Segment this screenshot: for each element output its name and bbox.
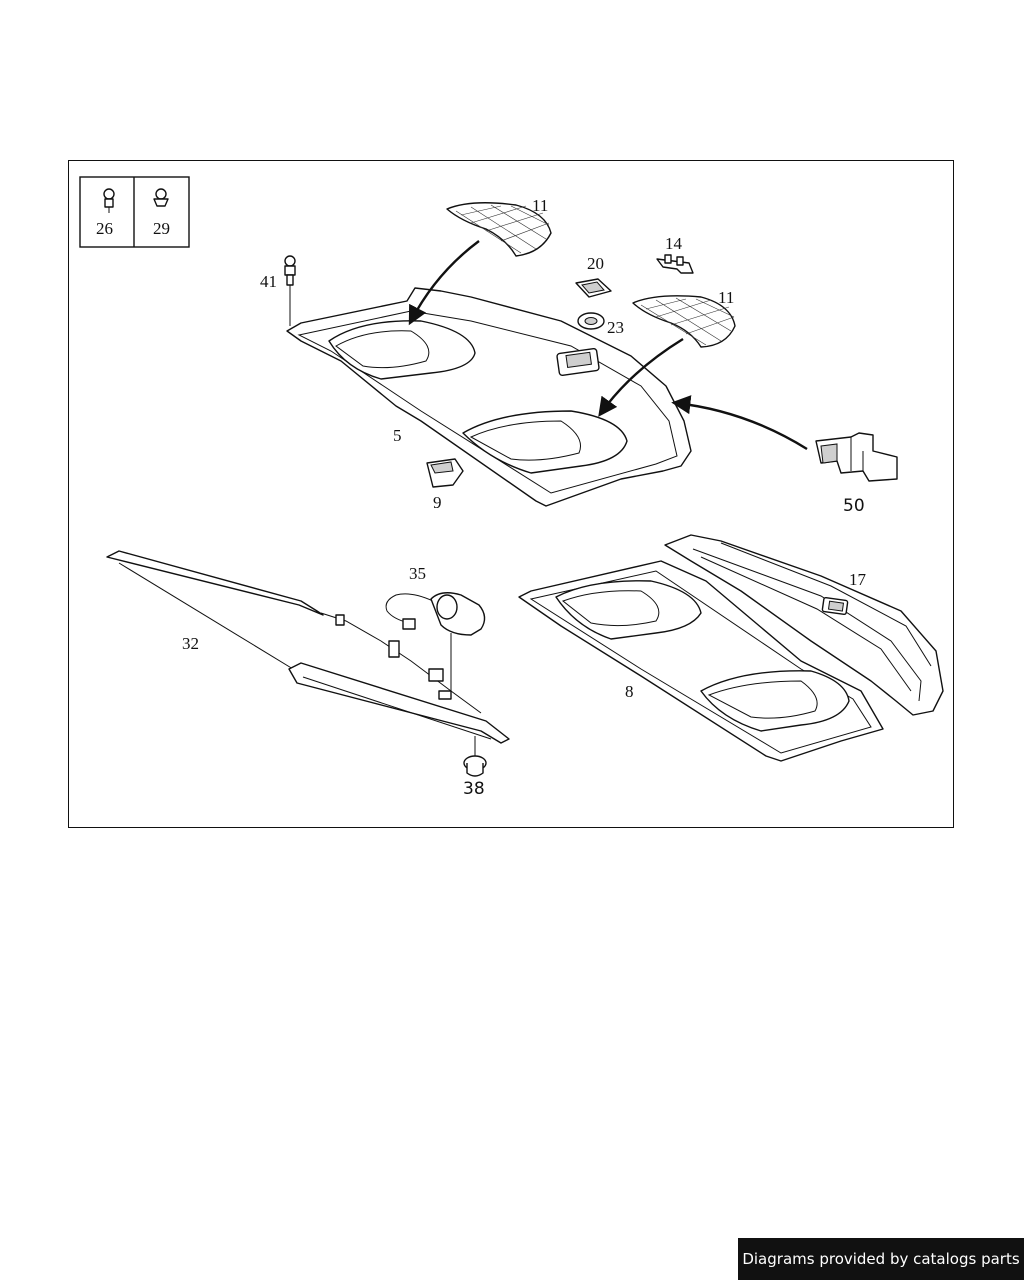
arrow-11-right [598, 337, 684, 417]
blind-motor-35[interactable] [385, 592, 486, 691]
label-5: 5 [393, 426, 402, 445]
parts-diagram-frame: 26 29 41 5 11 20 14 [68, 160, 954, 828]
label-14: 14 [665, 234, 683, 253]
label-9: 9 [433, 493, 442, 512]
label-8: 8 [625, 682, 634, 701]
mounting-bracket-50[interactable] [815, 432, 898, 482]
fastener-inset-box: 26 29 [79, 176, 190, 248]
clip-26-icon [103, 188, 115, 213]
label-23: 23 [607, 318, 624, 337]
exploded-parts-diagram: 26 29 41 5 11 20 14 [79, 176, 944, 799]
inset-label-29: 29 [153, 219, 170, 238]
roller-blind-32[interactable] [106, 550, 510, 744]
label-38: 38 [463, 779, 485, 799]
grommet-23[interactable] [577, 312, 605, 330]
label-11-right: 11 [718, 288, 734, 307]
speaker-grille-11-right[interactable] [632, 295, 736, 348]
credit-footer: Diagrams provided by catalogs parts [738, 1238, 1024, 1280]
arrow-50 [671, 395, 808, 451]
parcel-shelf-5[interactable] [286, 287, 692, 507]
inset-label-26: 26 [96, 219, 113, 238]
retaining-clip-9[interactable] [426, 458, 464, 488]
label-41: 41 [260, 272, 277, 291]
trim-cover-17[interactable] [664, 534, 944, 716]
credit-text: Diagrams provided by catalogs parts [742, 1250, 1020, 1268]
nut-38[interactable] [463, 736, 487, 777]
arrow-11-left [408, 240, 480, 326]
label-20: 20 [587, 254, 604, 273]
parcel-shelf-8[interactable] [518, 560, 884, 762]
push-clip-41[interactable] [284, 255, 296, 326]
label-17: 17 [849, 570, 867, 589]
speaker-grille-11-left[interactable] [446, 202, 552, 257]
clip-bracket-14[interactable] [656, 254, 694, 274]
label-50: 50 [843, 496, 865, 516]
vent-bezel-20[interactable] [575, 278, 612, 298]
label-11-left: 11 [532, 196, 548, 215]
clip-29-icon [153, 188, 169, 207]
label-35: 35 [409, 564, 426, 583]
label-32: 32 [182, 634, 199, 653]
